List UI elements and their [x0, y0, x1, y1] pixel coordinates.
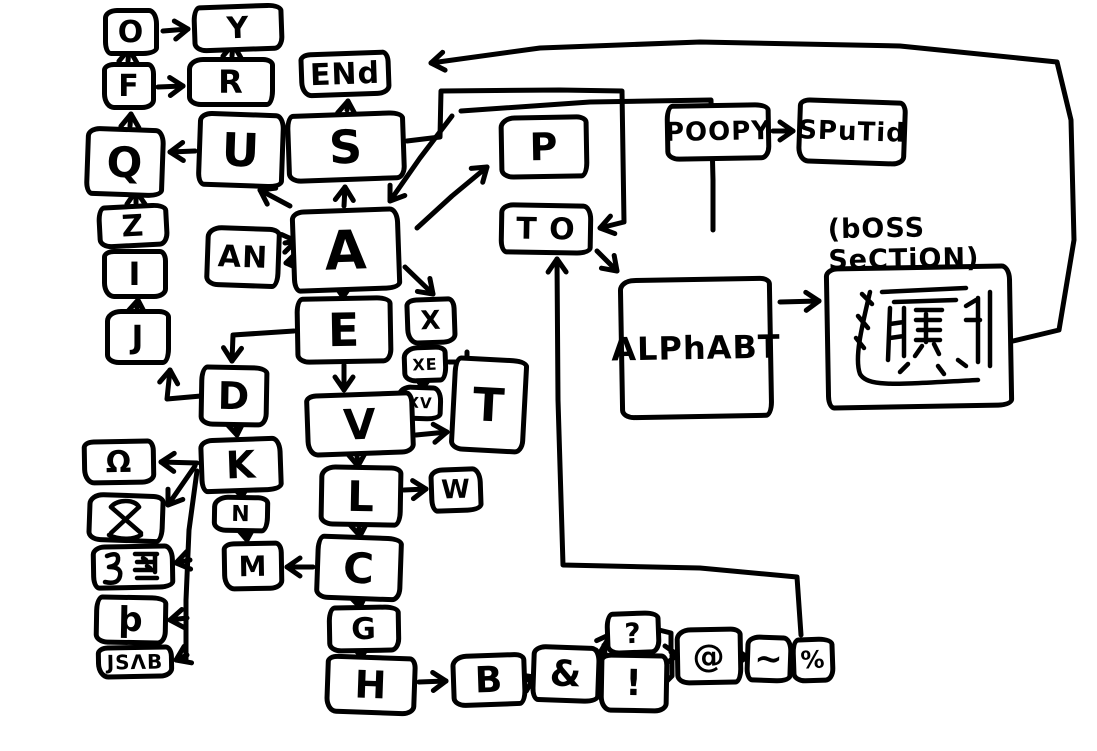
- node-a: A: [289, 206, 403, 294]
- node-an: AN: [203, 224, 283, 290]
- edge-alphabt-boss: [777, 289, 822, 313]
- edge-v-t: [413, 421, 450, 445]
- edge-boss-end: [428, 39, 1077, 344]
- node-to: T O: [498, 202, 594, 256]
- edge-q-f: [118, 111, 142, 131]
- node-g: G: [326, 604, 402, 654]
- boss-section-label: (bOSS SeCTiON): [827, 212, 980, 277]
- node-thorn: þ: [93, 594, 169, 646]
- edge-pct-to: [545, 256, 804, 638]
- edge-a-s: [332, 184, 356, 209]
- node-xe: XE: [401, 344, 449, 384]
- node-qmark: ?: [604, 610, 662, 656]
- edge-spine-thorn: [167, 607, 190, 630]
- edge-h-b: [416, 669, 449, 693]
- node-w: W: [428, 466, 484, 514]
- node-q: Q: [83, 125, 167, 199]
- node-v: V: [303, 390, 417, 458]
- node-y: Y: [191, 2, 285, 54]
- node-alphabt: ALPhABT: [611, 275, 781, 421]
- edge-s-to: [404, 87, 627, 237]
- edge-a-p: [414, 164, 490, 231]
- node-k: K: [198, 435, 284, 495]
- node-e: E: [294, 295, 394, 365]
- edge-spine-jsab: [173, 643, 195, 666]
- node-excl: !: [598, 652, 670, 714]
- node-i: I: [102, 249, 168, 299]
- edge-hookline-to: [458, 97, 716, 233]
- node-end: ENd: [298, 49, 392, 99]
- edge-j-i: [124, 297, 148, 317]
- edge-spine-glyph3e: [173, 548, 194, 572]
- ze-glyph-icon: [102, 551, 160, 585]
- node-p: P: [498, 114, 590, 180]
- edge-u-q: [167, 139, 198, 163]
- edge-to-alphabt: [594, 248, 620, 274]
- edge-a-x: [402, 264, 436, 297]
- node-j: J: [105, 309, 171, 365]
- edge-l-w: [401, 478, 429, 502]
- node-z: Z: [95, 202, 171, 250]
- edge-s-end: [335, 98, 359, 118]
- edge-hookline-a: [387, 113, 455, 204]
- node-m: M: [221, 540, 285, 592]
- node-h: H: [323, 653, 419, 717]
- edge-spine-spine-end: [183, 468, 200, 663]
- node-x: X: [404, 296, 458, 346]
- node-s: S: [284, 109, 408, 185]
- boss-scribble-icon: [853, 285, 993, 386]
- edge-o-y: [160, 18, 191, 42]
- node-b: B: [450, 651, 528, 709]
- node-n: N: [211, 494, 271, 534]
- edge-k-omega: [158, 450, 200, 474]
- edge-d-k: [223, 418, 247, 438]
- edge-k-glyphx: [165, 463, 198, 508]
- node-d: D: [198, 364, 270, 428]
- node-l: L: [318, 464, 404, 528]
- edge-f-r: [155, 75, 186, 99]
- node-tilde: ~: [744, 634, 794, 684]
- edge-d-j: [157, 367, 204, 402]
- node-omega: Ω: [81, 438, 157, 486]
- node-poopy: POOPY: [664, 102, 772, 162]
- node-c: C: [313, 533, 405, 603]
- node-jsab: JSΛB: [95, 644, 175, 680]
- node-u: U: [195, 110, 287, 190]
- node-amp: &: [530, 643, 602, 705]
- node-at: @: [674, 626, 744, 686]
- hourglass-glyph-icon: [106, 498, 144, 541]
- edge-e-d: [221, 328, 297, 364]
- node-r: R: [187, 57, 275, 107]
- node-f: F: [102, 62, 156, 110]
- node-t: T: [448, 355, 530, 455]
- edge-a-u: [257, 185, 293, 209]
- node-sputid: SPuTid: [795, 97, 909, 167]
- node-o: O: [103, 8, 159, 56]
- node-pct: %: [790, 636, 836, 684]
